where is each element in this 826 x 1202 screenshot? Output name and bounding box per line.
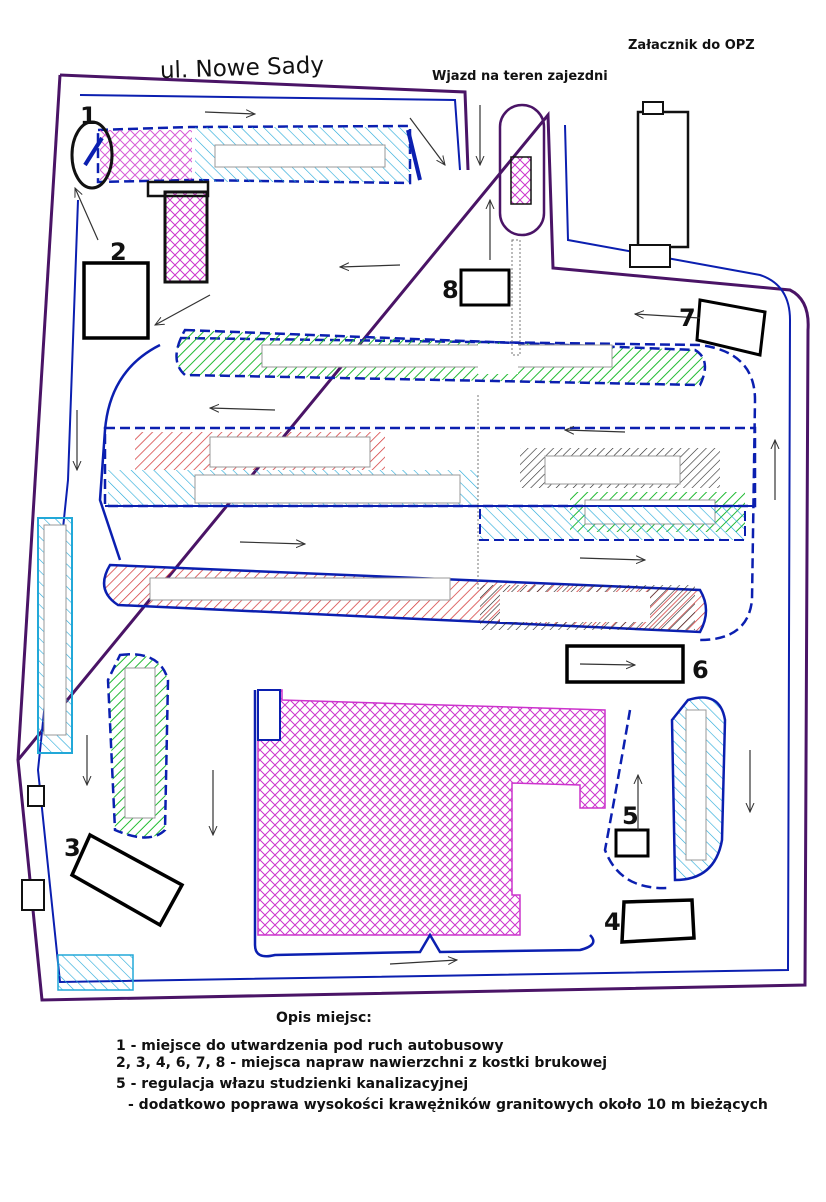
zone-3-box — [69, 832, 185, 928]
top-island-blue-curb — [406, 129, 422, 181]
arrow-zone-6 — [579, 664, 635, 665]
zone-8-box — [459, 268, 511, 307]
legend-item: - dodatkowo poprawa wysokości krawężnikó… — [128, 1097, 768, 1113]
site-boundary — [16, 73, 810, 1002]
entrance-label: Wjazd na teren zajezdni — [432, 69, 608, 84]
zone-1-marker — [70, 120, 114, 190]
zone-3-label: 3 — [64, 834, 81, 862]
south-parking-strip — [57, 954, 134, 991]
zone-7-label: 7 — [679, 304, 696, 332]
bike-rack-block — [163, 190, 209, 284]
lower-right-white — [685, 709, 707, 861]
zone-6-box — [565, 644, 685, 684]
zone-8-label: 8 — [442, 276, 459, 304]
west-boundary — [16, 74, 62, 761]
row-2-cyan-lower — [479, 505, 746, 541]
zone-5-box — [614, 828, 650, 858]
outer-curb — [36, 94, 792, 984]
zone-2-label: 2 — [110, 238, 127, 266]
west-island-white — [43, 524, 67, 736]
arrow-zone-7 — [635, 314, 701, 318]
building-top-right — [636, 110, 690, 249]
top-parking-island — [96, 124, 412, 185]
main-road-west — [98, 343, 161, 561]
row-1-divider — [478, 344, 518, 374]
zone-2-box — [82, 261, 150, 340]
building-annex — [629, 244, 671, 268]
arrow-row-3-east-2 — [579, 558, 645, 560]
row-1-center — [261, 344, 613, 368]
bike-rack-connector — [146, 180, 210, 198]
depot-site-plan: ul. Nowe Sady Wjazd na teren zajezdni 1 … — [16, 52, 810, 1002]
entrance-paver-patch — [510, 156, 532, 205]
zone-1-label: 1 — [80, 102, 97, 130]
arrow-to-zone-2 — [155, 294, 211, 325]
row-3-east-white — [500, 592, 650, 622]
legend-item: 1 - miejsce do utwardzenia pod ruch auto… — [116, 1038, 504, 1054]
zone-6-label: 6 — [692, 656, 709, 684]
zone-4-box — [620, 898, 696, 944]
arrow-top-east — [204, 112, 255, 114]
top-island-center — [214, 144, 386, 168]
row-2-mid-white — [194, 474, 461, 504]
street-label: ul. Nowe Sady — [160, 52, 325, 84]
traffic-arrows — [75, 105, 775, 964]
legend-heading: Opis miejsc: — [276, 1010, 372, 1026]
main-building-pavers — [257, 689, 606, 936]
zone-5-label: 5 — [622, 802, 639, 830]
row-2-east-white — [544, 455, 681, 485]
arrow-mid-west — [340, 265, 401, 267]
arrow-row-1-west — [210, 408, 276, 410]
zone-1-curb — [83, 136, 104, 167]
zone-4-label: 4 — [604, 908, 621, 936]
legend-item: 5 - regulacja włazu studzienki kanalizac… — [116, 1076, 469, 1092]
top-island-paver-hatch — [100, 130, 192, 180]
main-road-loop — [179, 336, 757, 642]
arrow-west-up — [74, 188, 99, 241]
service-path — [511, 239, 521, 356]
zone-5-island — [603, 709, 669, 890]
arrow-row-2-west — [565, 430, 626, 432]
row-2-center — [209, 436, 371, 468]
lower-left-white — [124, 667, 156, 819]
entrance-island — [498, 103, 546, 237]
main-building-curb — [253, 690, 595, 958]
building-chimney — [642, 101, 664, 115]
arrow-bottom-east — [389, 960, 457, 964]
west-kiosk — [21, 879, 45, 911]
arrow-row-3-east — [239, 542, 305, 544]
west-gatehouse — [27, 785, 45, 807]
main-building-entry — [257, 689, 281, 741]
arrow-entrance-exit — [409, 117, 445, 165]
legend-item: 2, 3, 4, 6, 7, 8 - miejsca napraw nawier… — [116, 1055, 608, 1071]
attachment-label: Załacznik do OPZ — [628, 38, 755, 53]
row-3-center — [149, 577, 451, 601]
zone-7-box — [695, 298, 767, 357]
